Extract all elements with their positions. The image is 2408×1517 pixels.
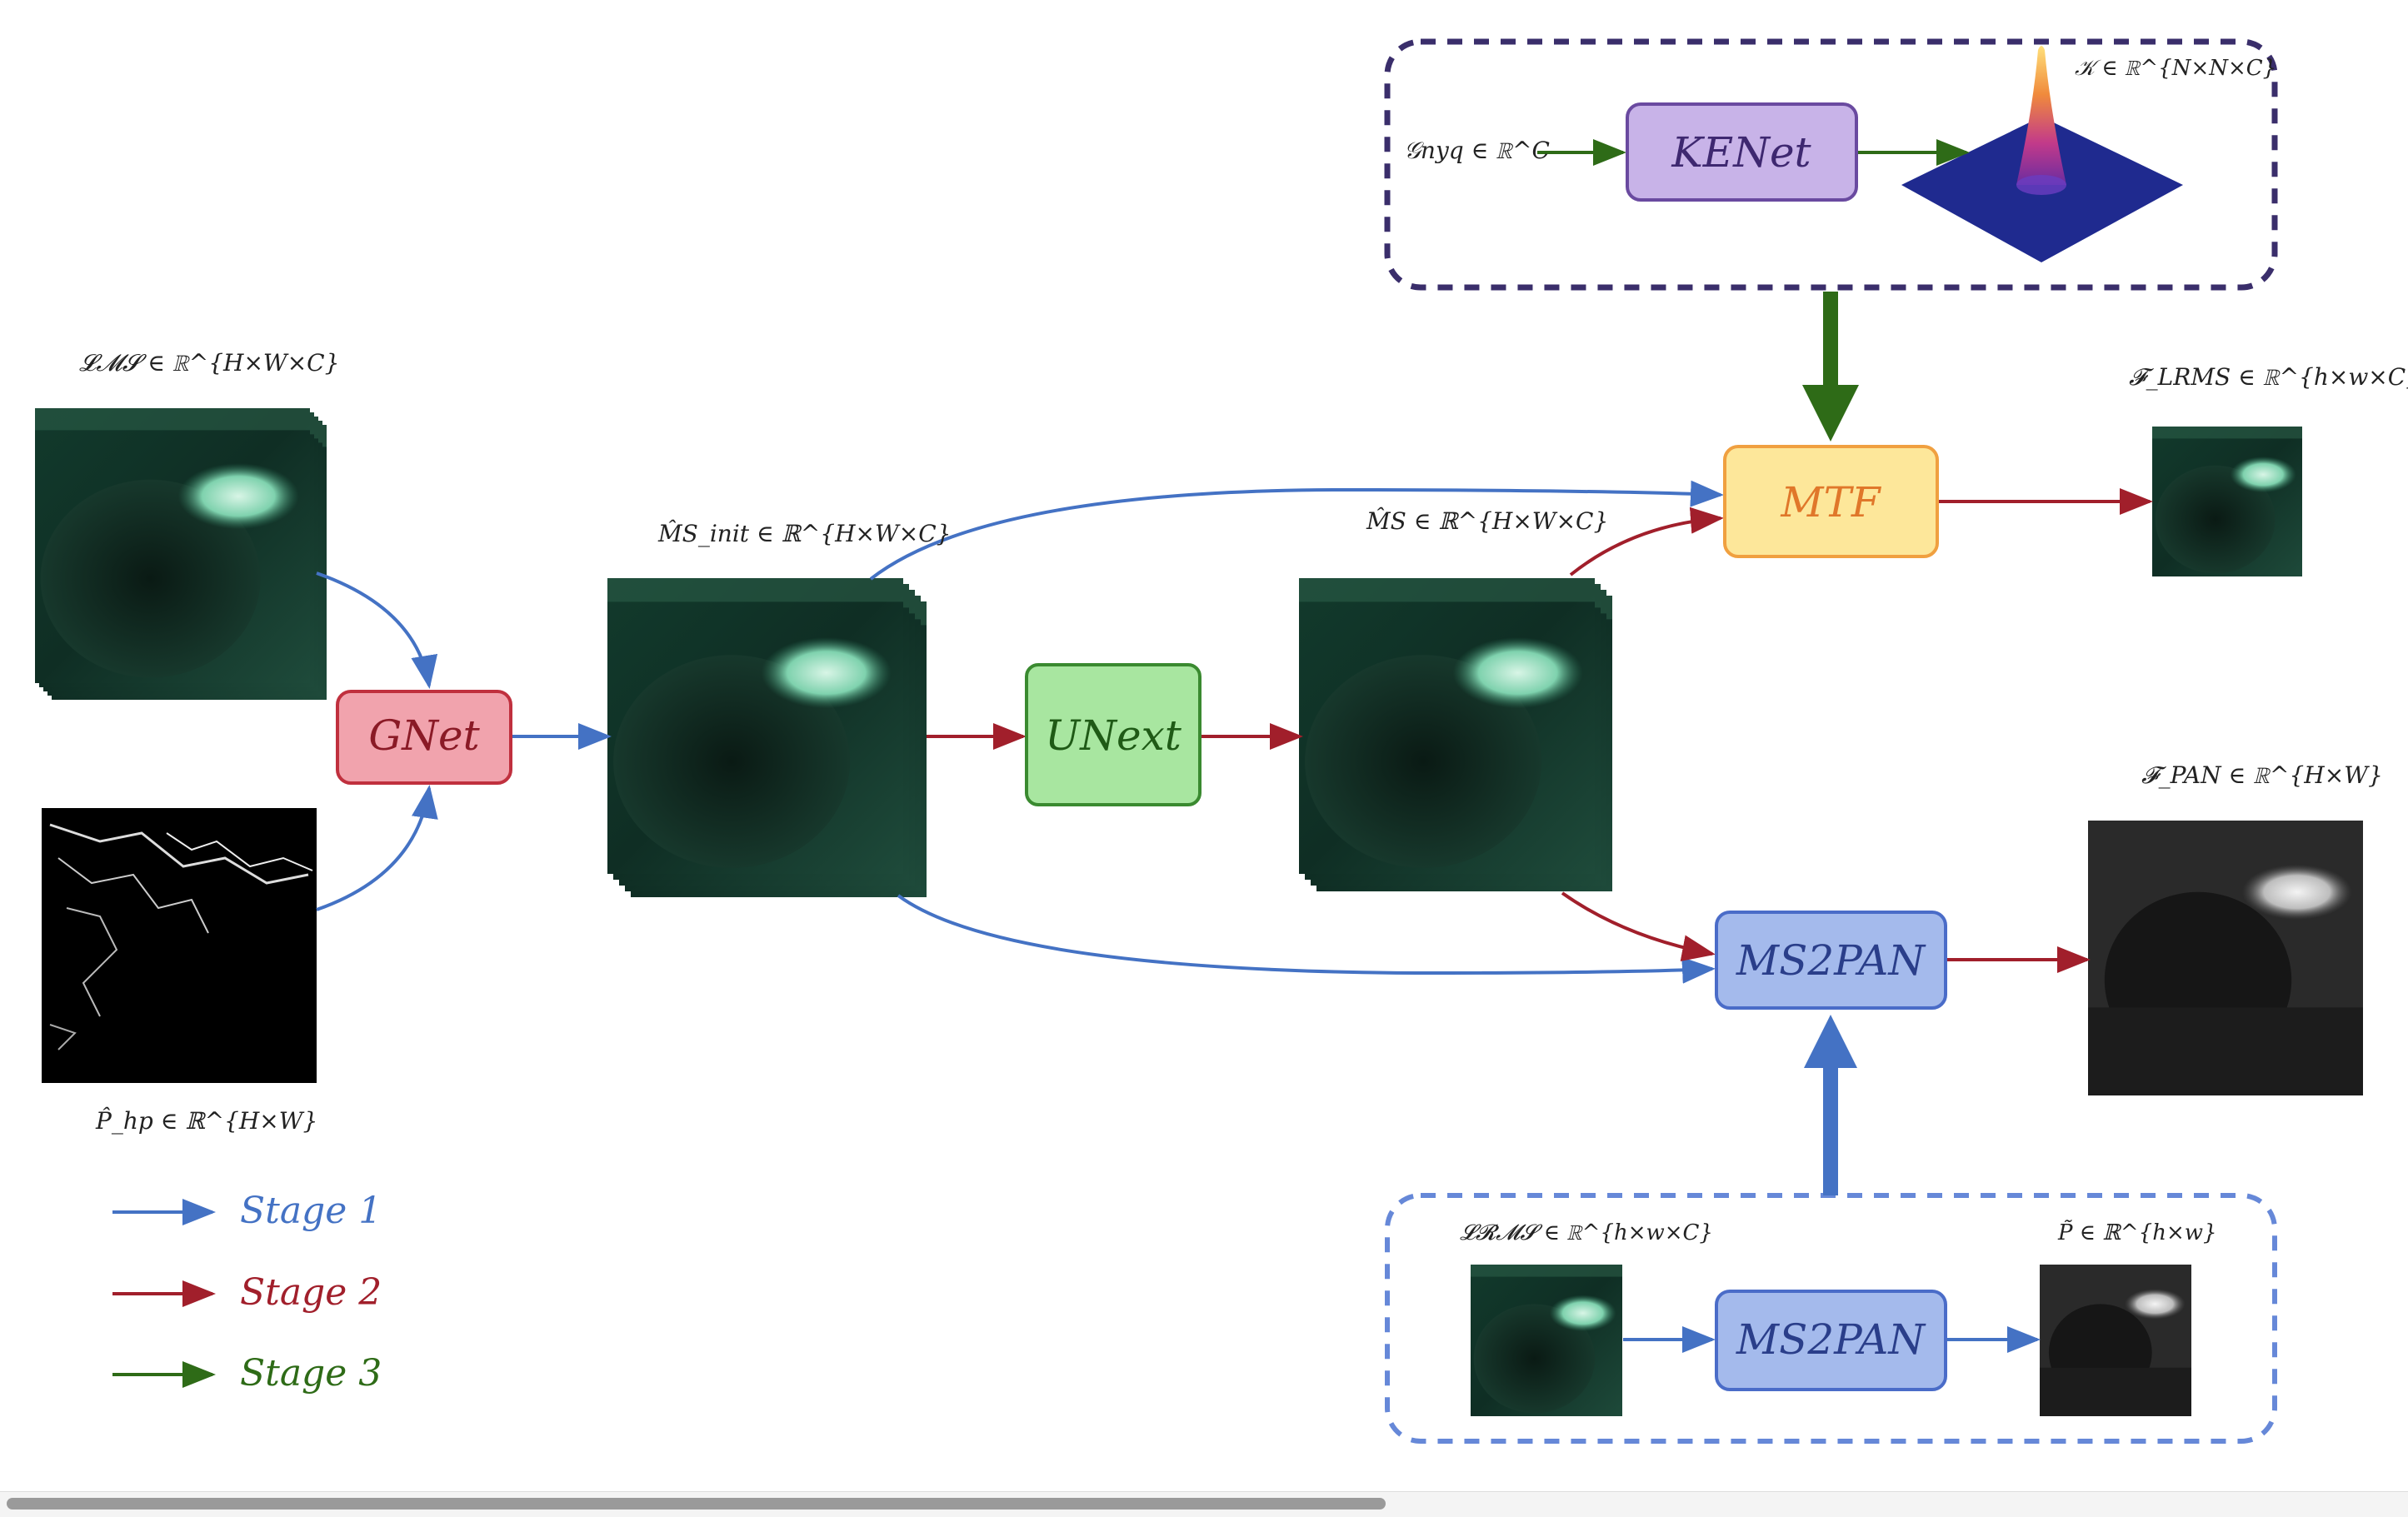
ms2pan-main-module[interactable]: MS2PAN <box>1715 911 1947 1010</box>
kenet-label: KENet <box>1671 128 1811 177</box>
arrow-ms-init-to-mtf <box>869 480 1724 581</box>
mtf-module[interactable]: MTF <box>1723 445 1939 558</box>
ms2pan-sub-module[interactable]: MS2PAN <box>1715 1290 1947 1391</box>
lms-label: 𝓛𝓜𝓢 ∈ ℝ^{H×W×C} <box>79 349 339 377</box>
arrow-ms-init-to-ms2pan <box>897 894 1716 984</box>
ms2pan-main-label: MS2PAN <box>1736 936 1926 985</box>
f-lrms-image <box>2152 427 2302 576</box>
ms2pan-sub-label: MS2PAN <box>1736 1315 1926 1364</box>
kenet-module[interactable]: KENet <box>1626 102 1858 202</box>
php-edge-image <box>42 808 317 1083</box>
ms-hat-label: M̂S ∈ ℝ^{H×W×C} <box>1366 507 1608 535</box>
kernel-surface-plot <box>1901 46 2183 262</box>
legend-stage2: Stage 2 <box>112 1271 382 1314</box>
horizontal-scrollbar-thumb[interactable] <box>7 1498 1386 1510</box>
lms-image-stack <box>35 408 327 700</box>
php-label: P̂_hp ∈ ℝ^{H×W} <box>95 1107 317 1135</box>
legend-stage1-label: Stage 1 <box>240 1190 382 1232</box>
ms-init-label: M̂S_init ∈ ℝ^{H×W×C} <box>657 520 951 547</box>
mtf-label: MTF <box>1780 478 1882 526</box>
gnyq-label: 𝒢nyq ∈ ℝ^C <box>1404 137 1550 164</box>
kernel-label: 𝒦 ∈ ℝ^{N×N×C} <box>2075 56 2276 81</box>
ms-hat-image-stack <box>1299 578 1612 891</box>
legend-stage3: Stage 3 <box>112 1352 382 1395</box>
unext-module[interactable]: UNext <box>1025 663 1202 806</box>
unext-label: UNext <box>1045 711 1182 760</box>
arrow-ms-hat-to-mtf <box>1569 506 1724 576</box>
arrow-lms-to-gnet <box>316 571 438 689</box>
lrms-label: 𝓛𝓡𝓜𝓢 ∈ ℝ^{h×w×C} <box>1460 1220 1713 1245</box>
ms-init-image-stack <box>607 578 927 897</box>
gnet-label: GNet <box>368 711 480 760</box>
legend: Stage 1 Stage 2 Stage 3 <box>112 1190 382 1395</box>
arrow-php-to-gnet <box>316 785 438 911</box>
f-pan-image <box>2088 821 2363 1095</box>
legend-stage2-label: Stage 2 <box>240 1271 382 1314</box>
arrow-ms-hat-to-ms2pan <box>1561 891 1716 961</box>
arrow-kenet-thick-down-head <box>1802 385 1859 442</box>
lrms-image <box>1471 1265 1622 1416</box>
p-tilde-label: P̃ ∈ ℝ^{h×w} <box>2057 1220 2217 1245</box>
p-tilde-image <box>2040 1265 2191 1416</box>
arrow-ms2pan-thick-up-head <box>1804 1015 1857 1068</box>
legend-stage3-label: Stage 3 <box>240 1352 382 1395</box>
gnet-module[interactable]: GNet <box>336 690 512 785</box>
legend-stage1: Stage 1 <box>112 1190 382 1232</box>
f-lrms-label: 𝓕_LRMS ∈ ℝ^{h×w×C} <box>2129 363 2408 391</box>
f-pan-label: 𝓕_PAN ∈ ℝ^{H×W} <box>2141 761 2383 789</box>
kenet-group-frame <box>1384 38 2278 291</box>
